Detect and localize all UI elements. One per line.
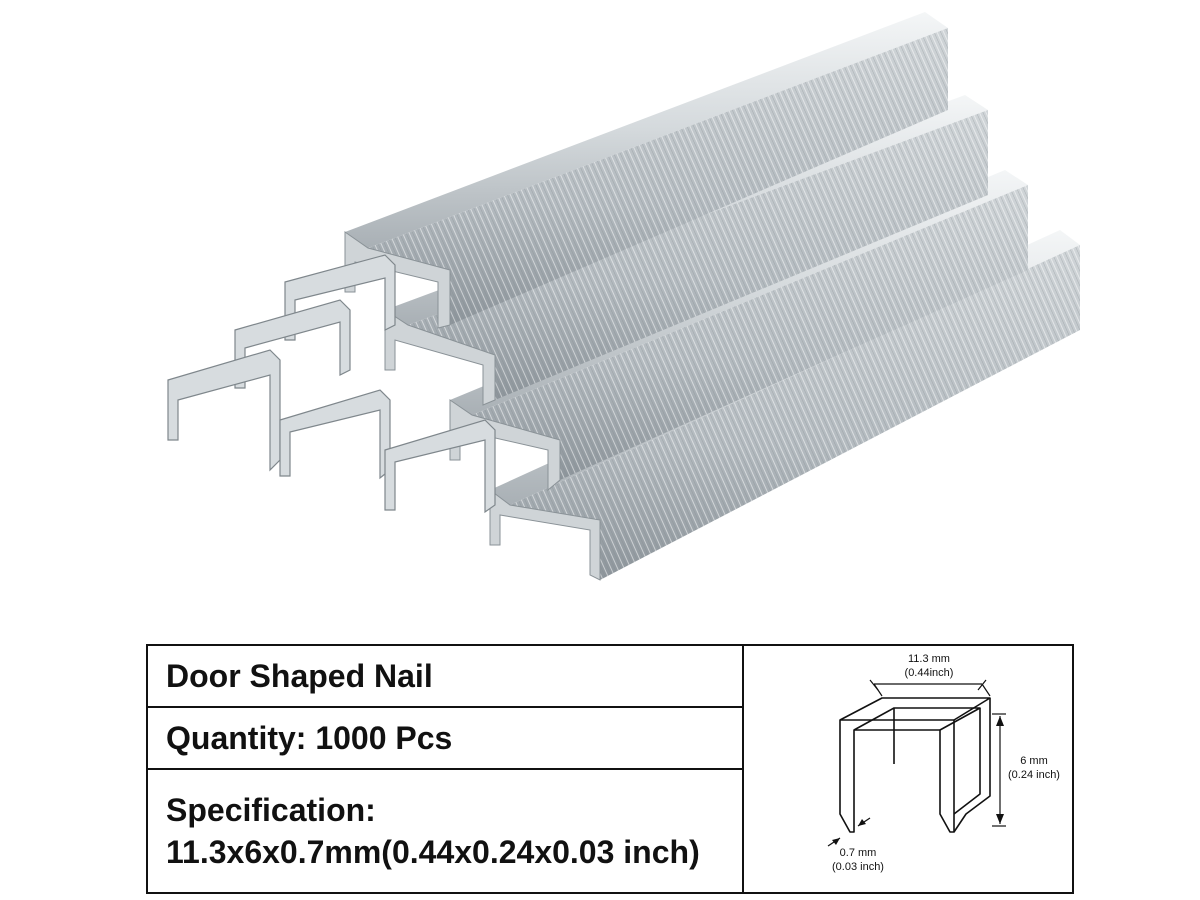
height-mm-label: 6 mm <box>1020 755 1048 767</box>
staple-dimension-diagram: 11.3 mm (0.44inch) 6 mm (0.24 inch) <box>827 653 1060 873</box>
specification-value: 11.3x6x0.7mm(0.44x0.24x0.03 inch) <box>166 834 700 870</box>
staple-end-stack <box>167 254 496 514</box>
product-name: Door Shaped Nail <box>148 646 742 708</box>
specification-title: Specification: <box>166 792 376 828</box>
height-inch-label: (0.24 inch) <box>1008 769 1060 781</box>
thickness-mm-label: 0.7 mm <box>840 847 877 859</box>
spec-table: Door Shaped Nail Quantity: 1000 Pcs Spec… <box>146 644 1074 894</box>
quantity-row: Quantity: 1000 Pcs <box>148 708 742 770</box>
product-name-text: Door Shaped Nail <box>166 657 433 694</box>
spec-text-column: Door Shaped Nail Quantity: 1000 Pcs Spec… <box>148 646 744 892</box>
specification-row: Specification: 11.3x6x0.7mm(0.44x0.24x0.… <box>148 770 742 892</box>
staples-product-image <box>167 12 1080 581</box>
thickness-inch-label: (0.03 inch) <box>832 861 884 873</box>
staple-strip-1 <box>344 12 948 329</box>
width-inch-label: (0.44inch) <box>905 667 954 679</box>
quantity-text: Quantity: 1000 Pcs <box>166 719 453 756</box>
dimension-diagram-cell: 11.3 mm (0.44inch) 6 mm (0.24 inch) <box>744 646 1072 892</box>
width-mm-label: 11.3 mm <box>908 653 950 665</box>
